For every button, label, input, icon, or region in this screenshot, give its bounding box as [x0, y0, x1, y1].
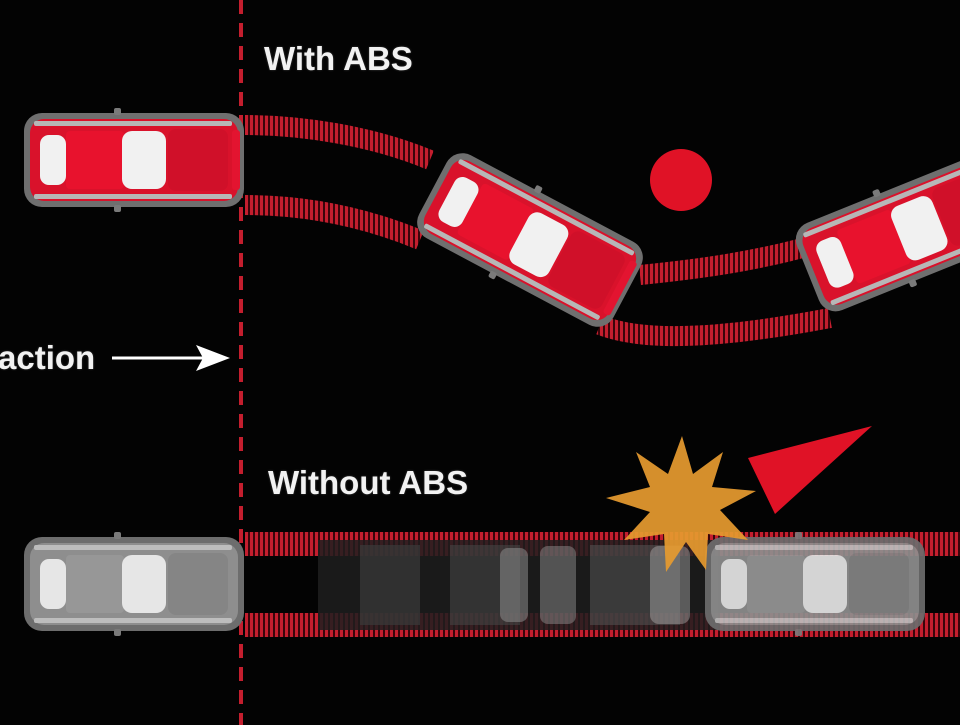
- car-without-abs-end: [705, 532, 925, 636]
- without-abs-motion-blur: [318, 540, 718, 630]
- with-abs-label: With ABS: [264, 40, 413, 77]
- car-with-abs-end: [788, 142, 960, 322]
- car-with-abs-swerving: [408, 142, 652, 338]
- starburst-impact-icon: [606, 436, 756, 572]
- car-without-abs-start: [24, 532, 244, 636]
- arrow-right-icon: [112, 345, 230, 371]
- reaction-label: action: [0, 339, 96, 376]
- without-abs-label: Without ABS: [268, 464, 469, 501]
- car-with-abs-start: [24, 108, 244, 212]
- circle-obstacle-icon: [650, 149, 712, 211]
- triangle-pointer-icon: [748, 426, 872, 514]
